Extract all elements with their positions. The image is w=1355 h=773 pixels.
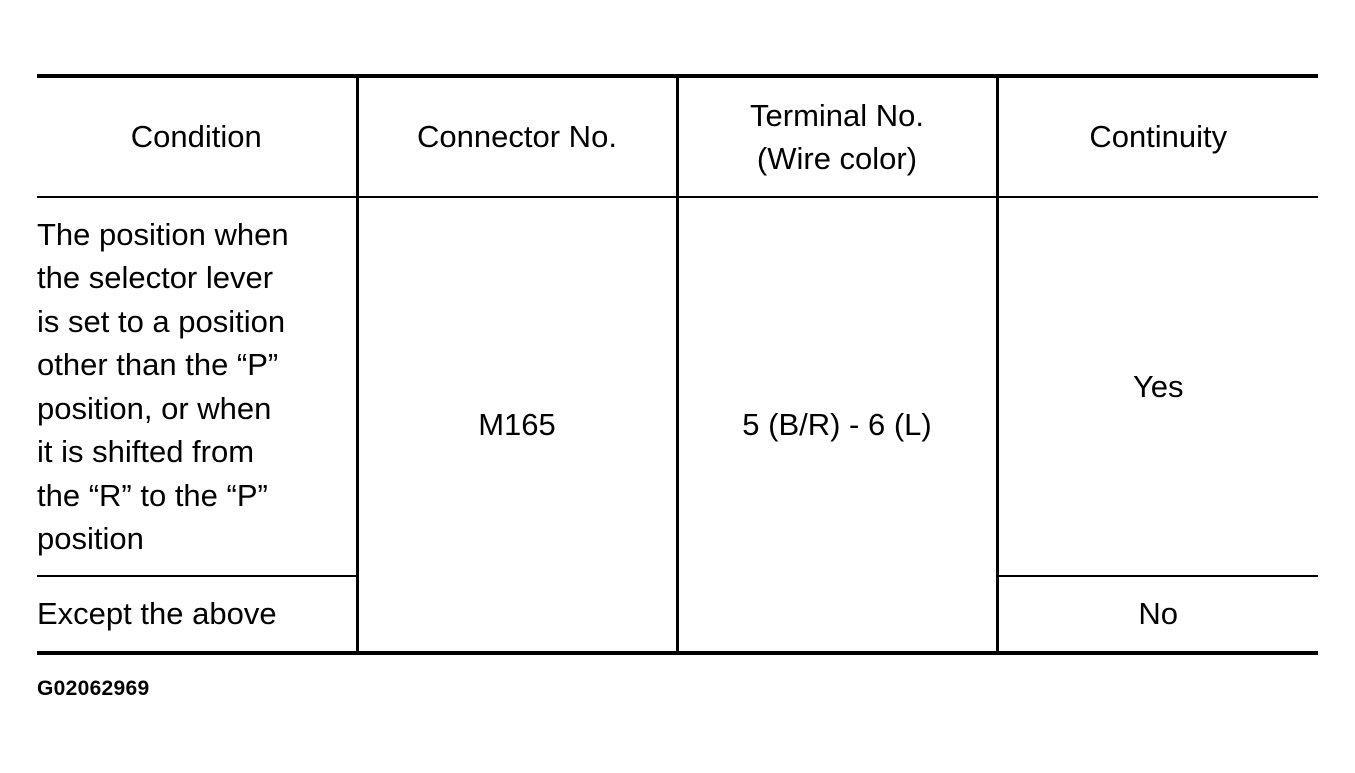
continuity-spec-table-container: Condition Connector No. Terminal No. (Wi… xyxy=(37,74,1318,655)
header-terminal-no: Terminal No. (Wire color) xyxy=(677,76,999,197)
condition-line: position, or when xyxy=(37,390,272,426)
table-header-row: Condition Connector No. Terminal No. (Wi… xyxy=(37,76,1318,197)
continuity-spec-table: Condition Connector No. Terminal No. (Wi… xyxy=(37,74,1318,655)
condition-line: is set to a position xyxy=(37,303,286,339)
condition-line: the “R” to the “P” xyxy=(37,477,268,513)
condition-line: it is shifted from xyxy=(37,434,255,469)
header-continuity: Continuity xyxy=(1089,119,1228,155)
terminal-no-cell: 5 (B/R) - 6 (L) xyxy=(677,197,999,653)
condition-cell: The position when the selector lever is … xyxy=(37,197,359,576)
continuity-yes-cell: Yes xyxy=(1132,368,1184,404)
condition-line: the selector lever xyxy=(37,260,274,295)
header-connector-no: Connector No. xyxy=(357,76,679,197)
figure-id: G02062969 xyxy=(37,677,150,700)
header-condition: Condition xyxy=(37,76,359,197)
connector-no-cell: M165 xyxy=(357,197,679,653)
condition-line: The position when xyxy=(37,216,289,252)
table-row: Except the above No xyxy=(37,575,1318,653)
condition-line: other than the “P” xyxy=(37,347,279,382)
condition-cell: Except the above xyxy=(37,575,359,653)
condition-line: position xyxy=(37,521,144,556)
header-terminal-line2: (Wire color) xyxy=(756,141,918,176)
table-row: The position when the selector lever is … xyxy=(37,197,1318,653)
header-terminal-line1: Terminal No. xyxy=(750,97,924,133)
continuity-no-cell: No xyxy=(997,575,1318,653)
